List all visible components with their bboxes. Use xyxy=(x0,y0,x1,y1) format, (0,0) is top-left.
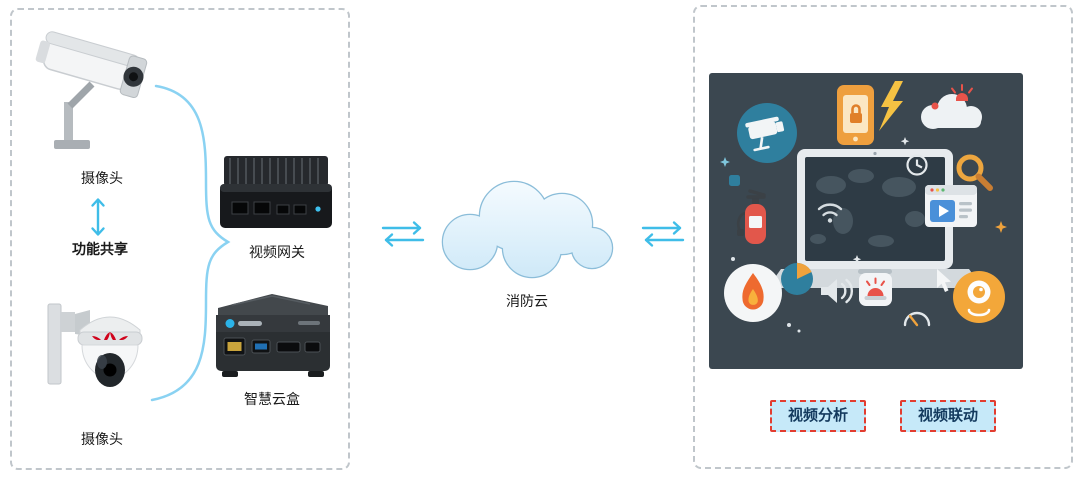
video-analysis-button[interactable]: 视频分析 xyxy=(769,400,866,432)
dome-camera-image xyxy=(47,303,143,387)
gauge-icon xyxy=(903,311,931,327)
smart-cloud-box-image xyxy=(216,294,330,377)
bidirectional-vertical-arrow xyxy=(91,198,105,236)
secure-phone-icon xyxy=(837,85,874,145)
function-share-label: 功能共享 xyxy=(72,241,128,257)
platform-illustration xyxy=(709,73,1023,369)
cloud-label: 消防云 xyxy=(506,293,548,309)
bottom-camera-label: 摄像头 xyxy=(81,431,123,447)
video-gateway-graphic xyxy=(220,156,332,228)
cloud-shape xyxy=(441,180,614,279)
bullet-camera-image xyxy=(35,31,148,149)
video-linkage-button[interactable]: 视频联动 xyxy=(900,400,997,432)
bullet-camera-graphic xyxy=(35,31,148,149)
dome-camera-graphic xyxy=(47,303,143,387)
curly-brace-connector xyxy=(150,84,231,402)
clock-icon xyxy=(906,154,928,176)
lightning-icon xyxy=(879,81,903,131)
fire-extinguisher-icon xyxy=(736,189,766,244)
cursor-icon xyxy=(937,269,951,292)
webcam-icon xyxy=(953,271,1005,323)
sparkle-icon xyxy=(720,157,730,167)
sparkle-icon xyxy=(852,137,910,264)
cloud-platform-group: 视频分析 视频联动 xyxy=(693,5,1073,469)
cctv-camera-icon xyxy=(737,103,797,163)
alarm-icon xyxy=(859,273,892,306)
cloud-alarm-icon xyxy=(921,84,982,129)
video-player-window-icon xyxy=(925,185,977,227)
sparkle-icon xyxy=(995,221,1007,233)
pie-chart-icon xyxy=(781,262,813,295)
action-buttons-row: 视频分析 视频联动 xyxy=(695,400,1071,432)
bidirectional-horizontal-arrows xyxy=(641,221,685,247)
top-camera-label: 摄像头 xyxy=(81,170,123,186)
dots-decoration xyxy=(731,257,801,333)
speaker-icon xyxy=(821,278,853,304)
edge-devices-group: 摄像头 功能共享 xyxy=(10,8,350,470)
wifi-icon xyxy=(817,203,843,217)
smart-cloud-box-graphic xyxy=(216,294,330,377)
small-teal-badge xyxy=(729,175,740,186)
siren-icon xyxy=(951,84,973,101)
laptop-graphic xyxy=(771,149,979,288)
smart-cloud-box-label: 智慧云盒 xyxy=(244,391,300,407)
huawei-logo xyxy=(92,332,128,340)
bidirectional-horizontal-arrows xyxy=(381,221,425,247)
video-gateway-image xyxy=(220,156,332,228)
search-icon xyxy=(956,154,993,191)
fire-cloud-node: 消防云 xyxy=(432,164,622,311)
video-gateway-label: 视频网关 xyxy=(249,244,305,260)
world-map-graphic xyxy=(810,169,925,247)
flame-icon xyxy=(724,264,782,322)
